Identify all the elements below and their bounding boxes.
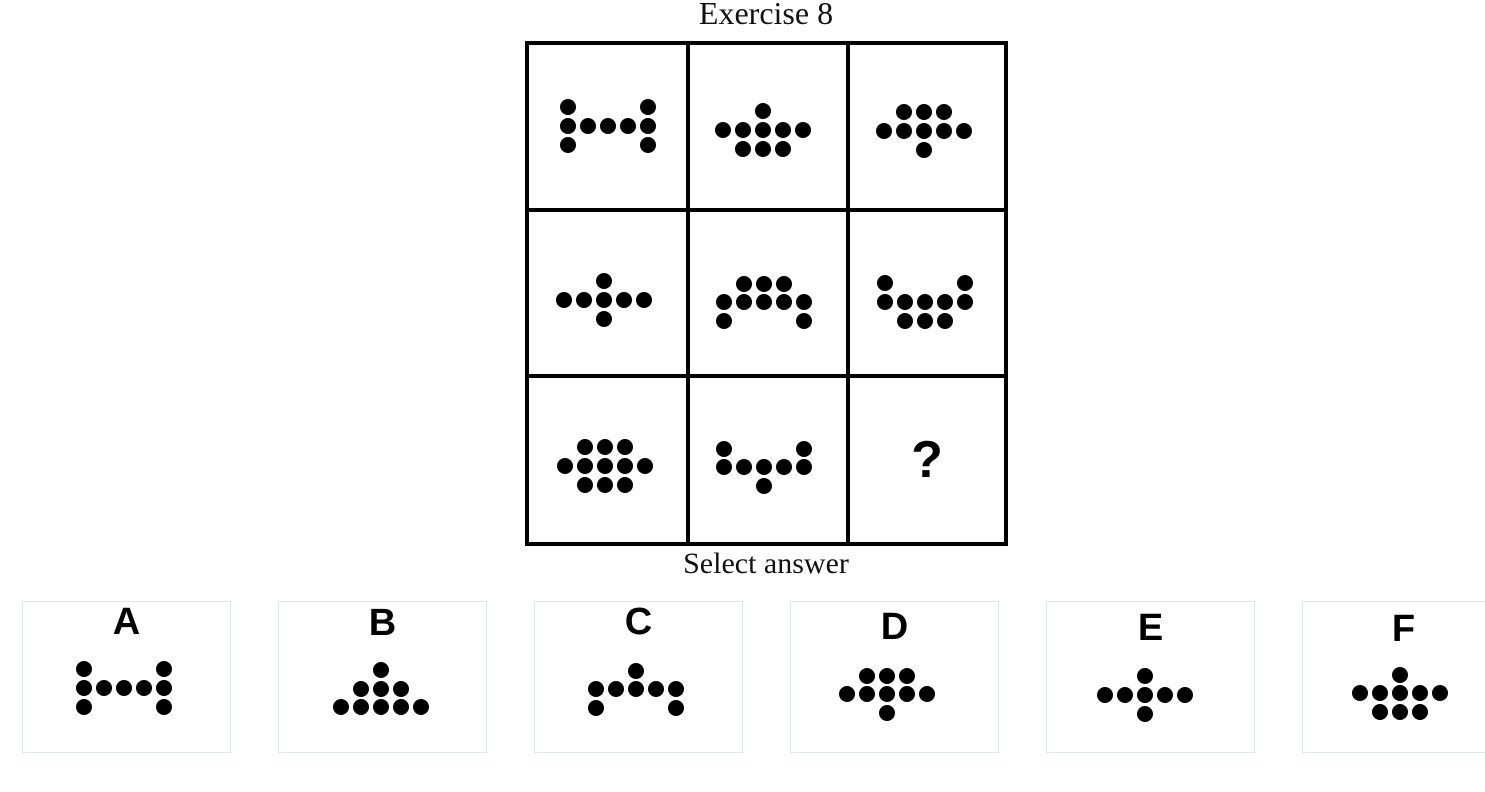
grid-cell-r3c2 bbox=[690, 378, 846, 542]
dot-pattern bbox=[557, 439, 653, 493]
option-b[interactable]: B bbox=[278, 601, 487, 753]
option-letter: C bbox=[624, 601, 653, 643]
option-letter: F bbox=[1391, 608, 1416, 650]
option-letter: D bbox=[880, 606, 909, 648]
grid-cell-r2c3 bbox=[850, 212, 1004, 374]
dot-pattern bbox=[716, 441, 812, 494]
question-mark: ? bbox=[911, 431, 943, 489]
option-a[interactable]: A bbox=[22, 601, 231, 753]
grid-cell-r3c3-missing: ? bbox=[850, 378, 1004, 542]
dot-pattern bbox=[839, 668, 935, 721]
exercise-title: Exercise 8 bbox=[698, 0, 834, 31]
select-answer-label: Select answer bbox=[683, 547, 849, 580]
option-e[interactable]: E bbox=[1046, 601, 1255, 753]
grid-cell-r1c3 bbox=[850, 45, 1004, 208]
dot-pattern bbox=[1097, 668, 1193, 722]
option-letter: B bbox=[368, 602, 397, 644]
grid-cell-r2c1 bbox=[529, 212, 686, 374]
dot-pattern bbox=[76, 661, 172, 715]
option-c[interactable]: C bbox=[534, 601, 743, 753]
grid-cell-r2c2 bbox=[690, 212, 846, 374]
grid-cell-r3c1 bbox=[529, 378, 686, 542]
option-f[interactable]: F bbox=[1302, 601, 1485, 753]
dot-pattern bbox=[1352, 667, 1448, 720]
dot-pattern bbox=[877, 275, 973, 329]
option-d[interactable]: D bbox=[790, 601, 999, 753]
dot-pattern bbox=[556, 273, 652, 327]
grid-cell-r1c1 bbox=[529, 45, 686, 208]
option-letter: A bbox=[112, 601, 141, 643]
dot-pattern bbox=[333, 662, 429, 715]
dot-pattern bbox=[588, 663, 684, 716]
puzzle-grid: ? bbox=[525, 41, 1008, 546]
dot-pattern bbox=[876, 104, 972, 158]
grid-cell-r1c2 bbox=[690, 45, 846, 208]
dot-pattern bbox=[716, 276, 812, 329]
dot-pattern bbox=[560, 99, 656, 153]
option-letter: E bbox=[1137, 607, 1164, 649]
dot-pattern bbox=[715, 103, 811, 157]
